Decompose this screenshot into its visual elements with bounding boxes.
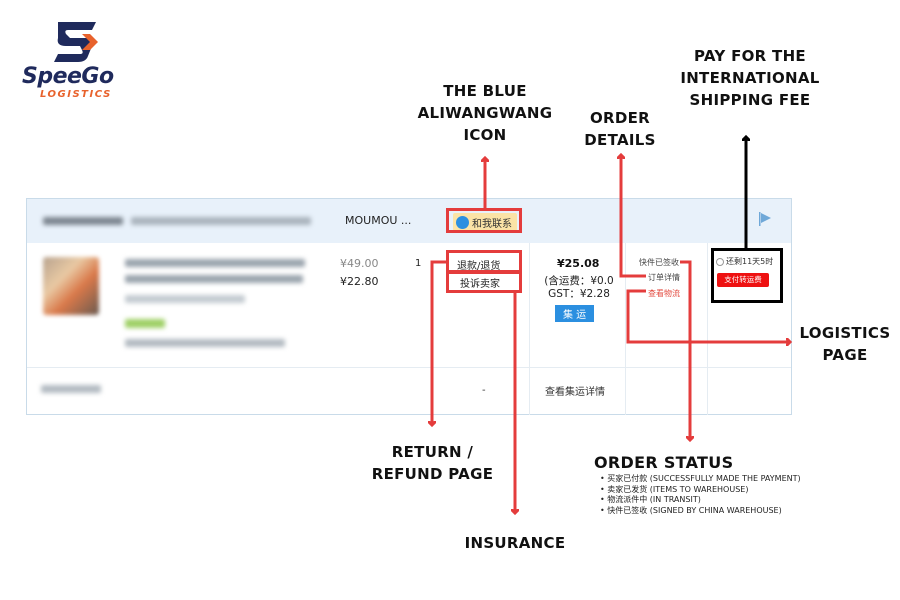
quantity: 1 — [415, 258, 422, 269]
annotation-line: INTERNATIONAL — [680, 69, 820, 87]
annotation-insurance: INSURANCE — [464, 534, 566, 552]
order-status-item: 物流派件中 (IN TRANSIT) — [600, 495, 801, 506]
original-price: ¥49.00 — [340, 257, 379, 270]
annotation-line: PAY FOR THE — [694, 47, 806, 65]
speego-s-icon — [54, 22, 98, 62]
order-status-item: 快件已签收 (SIGNED BY CHINA WAREHOUSE) — [600, 506, 801, 517]
gst-line: GST：¥2.28 — [548, 288, 610, 300]
view-logistics-link[interactable]: 查看物流 — [648, 289, 680, 298]
order-status-item: 买家已付款 (SUCCESSFULLY MADE THE PAYMENT) — [600, 474, 800, 485]
annotation-line: ORDER — [589, 109, 651, 127]
annotation-line: THE BLUE — [443, 82, 527, 100]
row-divider — [27, 367, 791, 368]
flag-icon[interactable] — [758, 211, 772, 227]
order-details-link[interactable]: 订单详情 — [648, 273, 680, 282]
countdown-text: 还剩11天5时 — [726, 257, 774, 266]
consolidation-badge: 集 运 — [555, 305, 595, 322]
annotation-order-details: ORDER DETAILS — [565, 107, 675, 151]
unit-price: ¥22.80 — [340, 275, 379, 288]
column-divider — [529, 243, 530, 415]
contact-seller-label: 和我联系 — [472, 218, 512, 230]
annotation-line: RETURN / — [391, 443, 474, 461]
annotation-pay-shipping: PAY FOR THE INTERNATIONAL SHIPPING FEE — [665, 45, 835, 111]
product-thumbnail[interactable] — [43, 257, 99, 315]
column-divider — [707, 243, 708, 415]
shipping-fee-line: (含运费：¥0.0 — [544, 275, 614, 287]
annotation-line: LOGISTICS — [799, 324, 891, 342]
annotation-line: DETAILS — [584, 131, 656, 149]
annotation-line: PAGE — [822, 346, 868, 364]
order-total: ¥25.08 — [557, 257, 600, 270]
annotation-line: ALIWANGWANG — [417, 104, 553, 122]
contact-seller-button[interactable]: 和我联系 — [453, 213, 517, 231]
annotation-logistics-page: LOGISTICS PAGE — [795, 322, 895, 366]
speego-logo: SpeeGo LOGISTICS — [22, 20, 142, 100]
payment-countdown: 还剩11天5时 — [716, 256, 773, 267]
annotation-line: REFUND PAGE — [371, 465, 494, 483]
highlight-wangwang — [446, 208, 522, 233]
order-status-list: 买家已付款 (SUCCESSFULLY MADE THE PAYMENT) 卖家… — [600, 474, 801, 517]
pay-shipping-fee-button[interactable]: 支付转运费 — [717, 273, 769, 287]
aliwangwang-icon[interactable] — [456, 215, 469, 229]
clock-icon — [716, 257, 724, 266]
refund-return-link[interactable]: 退款/退货 — [457, 261, 501, 272]
annotation-wangwang: THE BLUE ALIWANGWANG ICON — [405, 80, 565, 146]
complain-seller-link[interactable]: 投诉卖家 — [460, 279, 500, 290]
seller-name[interactable]: MOUMOU ... — [345, 214, 412, 227]
brand-name: SpeeGo — [22, 64, 114, 89]
order-status-item: 卖家已发货 (ITEMS TO WAREHOUSE) — [600, 485, 801, 496]
order-status: 快件已签收 — [639, 258, 679, 267]
brand-tagline: LOGISTICS — [40, 89, 112, 100]
annotation-line: ICON — [463, 126, 507, 144]
column-divider — [625, 243, 626, 415]
annotation-return-refund: RETURN / REFUND PAGE — [360, 441, 505, 485]
annotation-line: SHIPPING FEE — [689, 91, 811, 109]
order-panel: MOUMOU ... 和我联系 ¥49.00 ¥22.80 1 退款/退货 投诉… — [26, 198, 792, 415]
highlight-pay — [711, 248, 783, 303]
view-consolidation-details-link[interactable]: 查看集运详情 — [545, 387, 605, 398]
order-header: MOUMOU ... 和我联系 — [27, 199, 791, 243]
highlight-complain — [446, 271, 522, 293]
fee-breakdown: (含运费：¥0.0 GST：¥2.28 — [539, 275, 619, 301]
footer-dash: - — [482, 385, 486, 396]
annotation-order-status-title: ORDER STATUS — [594, 453, 734, 472]
